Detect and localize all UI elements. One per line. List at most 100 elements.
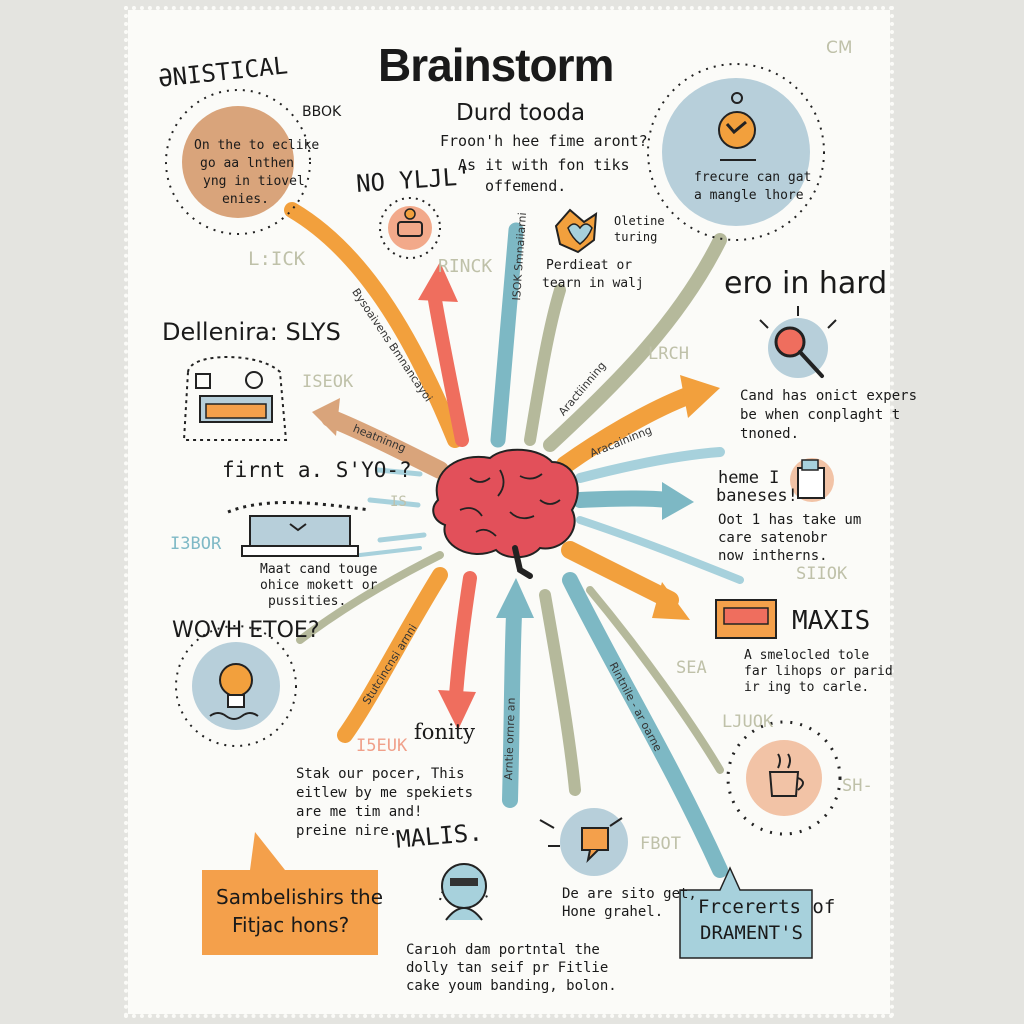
brain-icon: [432, 448, 579, 579]
arrow-orange-lower-left: [337, 567, 448, 743]
bottom-mid-line-2: Hone grahel.: [562, 904, 664, 920]
person-icon: [439, 863, 489, 921]
circle-coffee-fill: [746, 740, 822, 816]
bottom-mid-left-line-3: cake youm banding, bolon.: [406, 978, 617, 994]
center-note-heading: Durd tooda: [456, 100, 586, 126]
callout-orange-line-1: Sambelishirs the: [216, 885, 384, 909]
left-mid-tag-b: I3BOR: [170, 534, 222, 554]
callout-orange-line-2: Fitjac hons?: [232, 913, 350, 937]
right-mid-line-3: now intherns.: [718, 548, 828, 564]
printer-icon: [182, 356, 288, 441]
bottom-right-tag-2: SH-: [842, 776, 873, 796]
left-mid-line-2: ohice mokett or: [260, 578, 378, 593]
top-mid-line-b2: tearn in walj: [542, 276, 644, 291]
center-note-line-2: As it with fon tiks: [458, 156, 630, 174]
callout-teal-line-1: Frcererts of: [698, 896, 836, 918]
left-lower-line-2: eitlew by me spekiets: [296, 785, 474, 801]
right-mid-line-1: Oot 1 has take um: [718, 512, 862, 528]
top-right-circle-line-2: a mangle lhore: [694, 188, 804, 203]
arrow-coral-up: [428, 293, 469, 447]
circle-top-right-dotted: [647, 63, 825, 241]
left-mid-heading: firnt a. S'YO-?: [222, 458, 412, 482]
circle-top-left-dotted: [165, 89, 311, 235]
bottom-mid-tag: FBOT: [640, 834, 681, 854]
left-mid-line-3: pussities.: [268, 594, 347, 609]
arrow-teal-right1: [575, 447, 725, 483]
arrow-coral-down-head: [438, 690, 476, 730]
top-left-circle-line-1: On the to eclike: [194, 138, 320, 153]
mid-left-heading: Dellenira: SLYS: [162, 318, 341, 346]
left-lower-tag: I5EUK: [356, 736, 408, 756]
center-note-line-1: Froon'h hee fime aront?: [440, 132, 648, 150]
right-upper-heading: ero in hard: [724, 266, 888, 301]
arrow-teal-up-bottom: [502, 607, 522, 808]
arrow-teal-top: [490, 222, 524, 448]
bottom-right-tag-1: LJUOK: [722, 712, 774, 732]
mid-left-tag: ISEOK: [302, 372, 354, 392]
right-lower-line-2: far lihops or parid: [744, 664, 893, 679]
bottom-mid-left-line-1: Carıoh dam portntal the: [406, 942, 600, 958]
left-lower-heading: WOVH ETOE?: [172, 618, 320, 643]
arrow-teal-right3: [576, 516, 744, 584]
callout-teal-shape: [679, 866, 813, 959]
arrow-olive-top-right: [543, 233, 727, 452]
magnifier-icon: [759, 306, 837, 378]
arrow-orange-right-head: [680, 375, 720, 418]
arrow-teal-right2: [572, 490, 676, 508]
arrow-teal-bottom-right: [562, 572, 728, 878]
arrow-tan-left-head: [312, 398, 340, 436]
laptop-icon: [227, 501, 371, 557]
arrow-teal-right2-head: [662, 482, 694, 520]
top-mid-line-b1: Perdieat or: [546, 258, 633, 273]
top-mid-line-a2: turing: [614, 230, 658, 244]
heart-sticker-icon: [554, 208, 598, 254]
top-left-circle-line-2: go aa lnthen: [200, 156, 294, 171]
circle-coffee-dotted: [726, 720, 842, 836]
arrow-orange-top-left: [284, 202, 463, 448]
right-lower-line-1: A smelocled tole: [744, 648, 870, 663]
left-lower-line-1: Stak our pocer, This: [296, 766, 465, 782]
alarm-clock-icon: [718, 92, 756, 161]
left-mid-line-1: Maat cand touge: [260, 562, 378, 577]
dash-teal-3: [377, 532, 427, 543]
arrow-olive-top: [524, 284, 566, 446]
arrow-olive-bottom: [539, 589, 581, 796]
right-lower-line-3: ir ing to carle.: [744, 680, 870, 695]
right-mid-heading-1: heme I: [718, 468, 780, 488]
top-left-circle-line-4: enies.: [222, 192, 269, 207]
left-lower-line-3: are me tim and!: [296, 804, 423, 820]
top-mid-line-a1: Oletine: [614, 214, 665, 228]
arrow-coral-down: [449, 571, 477, 702]
radio-icon: [379, 197, 441, 259]
arrow-olive-lower-left: [296, 551, 444, 644]
bottom-mid-line-1: De are sito get,: [562, 886, 697, 902]
circle-top-left-fill: [182, 106, 294, 218]
right-lower-tag: SEA: [676, 658, 707, 678]
right-upper-line-2: be when conplaght t: [740, 407, 901, 423]
center-note-line-3: offemend.: [485, 177, 567, 195]
arrow-tan-left: [321, 409, 449, 479]
dash-teal-4: [358, 546, 422, 557]
left-lower-line-4: preine nire.: [296, 823, 398, 839]
lightbulb-icon: [209, 663, 259, 720]
arrow-olive-bottom-right: [586, 586, 724, 774]
right-mid-line-2: care satenobr: [718, 530, 828, 546]
arrow-teal-up-bottom-head: [496, 578, 534, 618]
dash-teal-1: [375, 467, 423, 477]
top-left-tag-2: L:ICK: [248, 248, 306, 270]
top-right-tag: CM: [826, 38, 853, 58]
fonity-label: fonity: [414, 720, 475, 744]
right-upper-tag: LRCH: [648, 344, 689, 364]
right-mid-heading-2: baneses!: [716, 486, 798, 506]
callout-teal-line-2: DRAMENT'S: [700, 922, 803, 944]
top-left-circle-line-3: yng in tiovel: [203, 174, 305, 189]
arrow-orange-right-lower-head: [652, 582, 690, 620]
left-mid-tag-a: IS: [390, 494, 407, 510]
right-upper-line-3: tnoned.: [740, 426, 800, 442]
right-upper-line-1: Cand has onict expers: [740, 388, 918, 404]
callout-orange-shape: [202, 832, 378, 955]
cassette-icon: [715, 599, 777, 639]
paper-torn-edge: [124, 6, 894, 1018]
arrow-coral-up-head: [418, 262, 458, 302]
